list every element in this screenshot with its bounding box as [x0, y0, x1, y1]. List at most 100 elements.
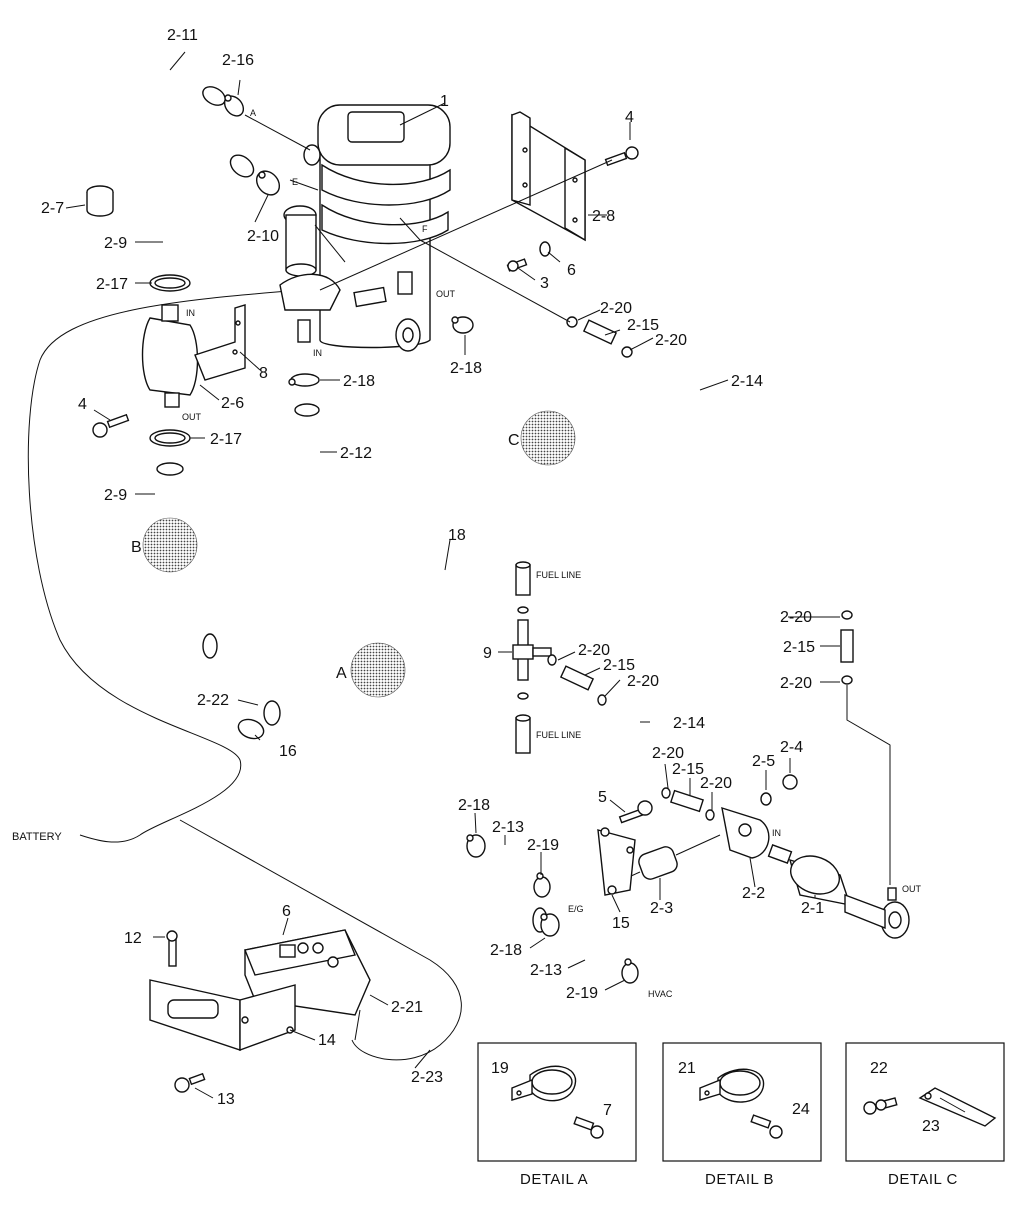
callout-21: 21 — [678, 1060, 696, 1077]
heater-unit — [279, 104, 451, 352]
callout-2-20d: 2-20 — [627, 673, 659, 690]
callout-2-14-upper: 2-14 — [731, 373, 763, 390]
callout-2-20b: 2-20 — [655, 332, 687, 349]
bracket-14 — [149, 979, 296, 1051]
hose-2-9-lower — [156, 457, 223, 659]
clamp-2-18d — [540, 913, 560, 937]
callout-6-lower: 6 — [282, 903, 291, 920]
detail-a-box — [477, 1042, 637, 1162]
muffler-2-6 — [141, 304, 246, 408]
label-a: A — [250, 108, 256, 118]
tee-fitting-9 — [512, 561, 552, 754]
label-eg: E/G — [568, 904, 584, 914]
callout-4-upper: 4 — [625, 109, 634, 126]
callout-2-17-lower: 2-17 — [210, 431, 242, 448]
callout-23: 23 — [922, 1118, 940, 1135]
clamp-2-17-lower — [149, 429, 191, 447]
fuel-fitting-middle — [547, 654, 607, 706]
fuel-fitting-upper — [566, 316, 633, 358]
clamp-16 — [237, 718, 265, 740]
callout-2-7: 2-7 — [41, 200, 64, 217]
callout-2-16: 2-16 — [222, 52, 254, 69]
callout-2-15a: 2-15 — [627, 317, 659, 334]
callout-2-20c: 2-20 — [578, 642, 610, 659]
callout-2-2: 2-2 — [742, 885, 765, 902]
callout-3: 3 — [540, 275, 549, 292]
tube-2-13a — [482, 835, 530, 890]
clamp-2-17-upper — [149, 274, 191, 292]
detail-marker-b: B — [131, 539, 142, 556]
detail-a-caption: DETAIL A — [520, 1171, 588, 1188]
battery-label: BATTERY — [12, 831, 62, 843]
detail-captions: DETAIL A DETAIL B DETAIL C — [520, 1171, 958, 1188]
callout-19: 19 — [491, 1060, 509, 1077]
callout-2-20g: 2-20 — [780, 609, 812, 626]
callout-2-23: 2-23 — [411, 1069, 443, 1086]
washer-6 — [539, 241, 551, 257]
clamp-2-19b — [621, 958, 639, 984]
callout-7: 7 — [603, 1102, 612, 1119]
detail-markers: A B C — [131, 432, 520, 682]
callout-24: 24 — [792, 1101, 810, 1118]
callout-2-15b: 2-15 — [603, 657, 635, 674]
callout-2-18a: 2-18 — [450, 360, 482, 377]
hose-2-9-upper — [155, 135, 255, 263]
clamp-2-18-out — [451, 316, 474, 334]
detail-c-caption: DETAIL C — [888, 1171, 958, 1188]
callout-2-20h: 2-20 — [780, 675, 812, 692]
leader-lines — [65, 51, 891, 1099]
callout-2-6: 2-6 — [221, 395, 244, 412]
callout-5: 5 — [598, 789, 607, 806]
callout-2-15c: 2-15 — [672, 761, 704, 778]
callout-8: 8 — [259, 365, 268, 382]
bracket-15 — [597, 827, 636, 896]
callout-2-13b: 2-13 — [530, 962, 562, 979]
detail-marker-circle-c — [520, 410, 576, 466]
label-in-heater: IN — [313, 348, 322, 358]
callout-4-lower: 4 — [78, 396, 87, 413]
clamp-2-10 — [255, 170, 281, 196]
fuel-fitting-right — [840, 610, 854, 685]
label-hvac: HVAC — [648, 989, 673, 999]
callout-2-15d: 2-15 — [783, 639, 815, 656]
callout-2-5: 2-5 — [752, 753, 775, 770]
callout-2-18d: 2-18 — [490, 942, 522, 959]
callout-15: 15 — [612, 915, 630, 932]
callout-18: 18 — [448, 527, 466, 544]
label-in-muffler: IN — [186, 308, 195, 318]
callout-2-8: 2-8 — [592, 208, 615, 225]
callout-2-18c: 2-18 — [458, 797, 490, 814]
callout-2-9-lower: 2-9 — [104, 487, 127, 504]
callout-2-13a: 2-13 — [492, 819, 524, 836]
fuel-line-2-14-upper — [645, 360, 853, 595]
callout-16: 16 — [279, 743, 297, 760]
detail-b-box — [662, 1042, 822, 1162]
cap-2-7 — [86, 185, 114, 217]
detail-c-box — [845, 1042, 1005, 1162]
screw-12 — [166, 930, 178, 967]
detail-marker-c: C — [508, 432, 520, 449]
label-out-muffler: OUT — [182, 412, 202, 422]
hose-2-11 — [87, 51, 226, 191]
clamp-2-19a — [533, 872, 551, 898]
callout-2-4: 2-4 — [780, 739, 803, 756]
bolt-13 — [174, 1072, 206, 1093]
callout-2-22: 2-22 — [197, 692, 229, 709]
bracket-2-2 — [721, 806, 770, 859]
callout-9: 9 — [483, 645, 492, 662]
bolt-4-lower — [92, 413, 130, 438]
label-f: F — [422, 224, 428, 234]
fuel-pump-2-1 — [767, 844, 910, 939]
callout-6-upper: 6 — [567, 262, 576, 279]
bolt-3 — [506, 258, 528, 272]
detail-marker-circle-b — [142, 517, 198, 573]
callout-2-20f: 2-20 — [700, 775, 732, 792]
callout-2-18b: 2-18 — [343, 373, 375, 390]
callout-2-11: 2-11 — [167, 27, 198, 44]
callout-2-10: 2-10 — [247, 228, 279, 245]
callout-13: 13 — [217, 1091, 235, 1108]
detail-b-caption: DETAIL B — [705, 1171, 774, 1188]
hose-2-12 — [294, 397, 463, 843]
